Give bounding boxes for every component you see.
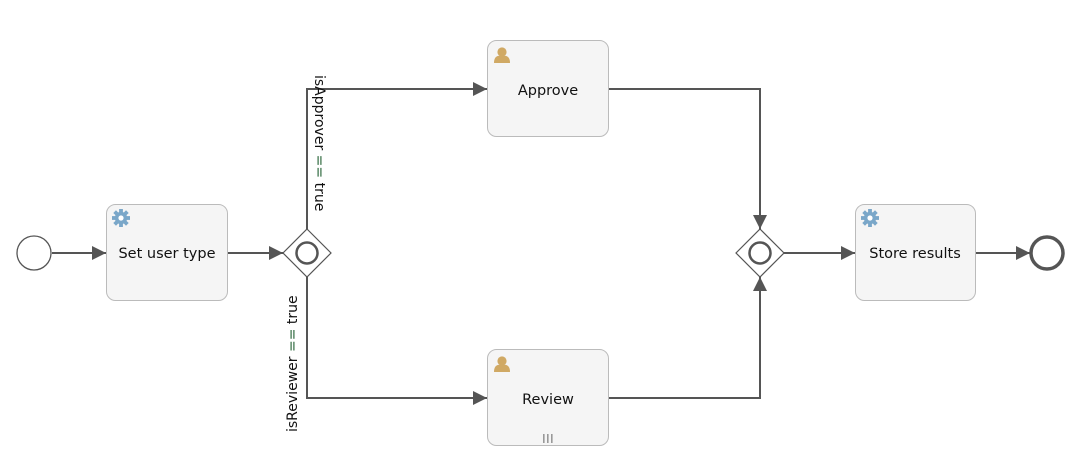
condition-label-reviewer: isReviewer == true bbox=[285, 295, 301, 432]
task-approve[interactable]: Approve bbox=[487, 40, 609, 137]
multi-instance-icon bbox=[543, 434, 553, 443]
inclusive-gateway-marker bbox=[748, 241, 772, 265]
condition-operator: == bbox=[311, 155, 327, 183]
start-event[interactable] bbox=[16, 235, 52, 271]
condition-value: true bbox=[311, 183, 327, 212]
task-review[interactable]: Review bbox=[487, 349, 609, 446]
flow-split-to-approve[interactable] bbox=[306, 82, 487, 229]
sequence-flows bbox=[52, 82, 1030, 405]
task-set-user-type[interactable]: Set user type bbox=[106, 204, 228, 301]
task-label: Approve bbox=[518, 83, 578, 99]
condition-label-approver: isApprover == true bbox=[311, 75, 327, 211]
task-label: Review bbox=[522, 392, 574, 408]
join-gateway[interactable] bbox=[735, 228, 785, 278]
task-store-results[interactable]: Store results bbox=[855, 204, 976, 301]
condition-value: true bbox=[285, 295, 301, 324]
condition-operator: == bbox=[285, 324, 301, 352]
task-label: Set user type bbox=[118, 246, 215, 262]
user-icon bbox=[494, 47, 510, 63]
condition-variable: isReviewer bbox=[285, 356, 301, 432]
split-gateway[interactable] bbox=[282, 228, 332, 278]
flow-approve-to-join[interactable] bbox=[608, 88, 767, 229]
flow-review-to-join[interactable] bbox=[608, 277, 767, 399]
user-icon bbox=[494, 356, 510, 372]
inclusive-gateway-marker bbox=[295, 241, 319, 265]
condition-variable: isApprover bbox=[311, 75, 327, 150]
end-event[interactable] bbox=[1029, 235, 1065, 271]
task-label: Store results bbox=[869, 246, 961, 262]
gear-icon bbox=[112, 209, 130, 227]
flow-split-to-review[interactable] bbox=[306, 277, 487, 405]
gear-icon bbox=[861, 209, 879, 227]
